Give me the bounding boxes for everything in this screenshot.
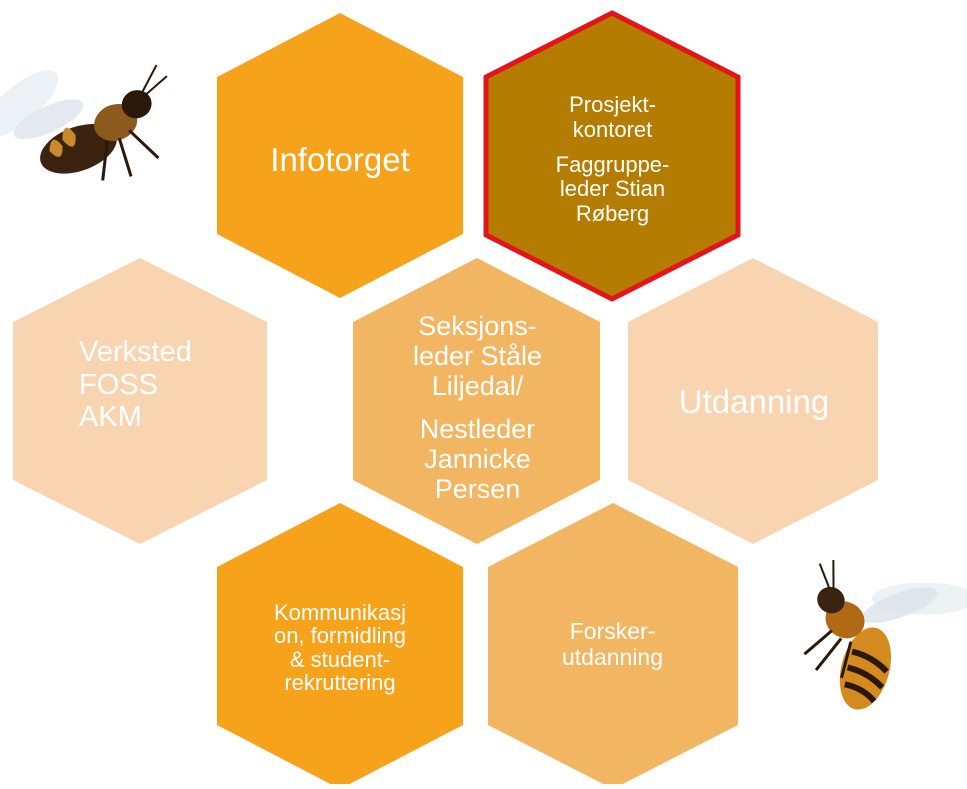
bee-bottom-right-image [803,559,967,710]
hex-center [353,258,600,544]
hex-infotorget [217,13,463,298]
hex-verksted [13,258,267,544]
hex-prosjektkontoret [483,10,741,302]
hex-kommunikasjon [217,503,463,789]
hex-utdanning [628,258,878,544]
bee-top-left-image [0,64,168,181]
hex-forskerutdanning [488,503,738,789]
